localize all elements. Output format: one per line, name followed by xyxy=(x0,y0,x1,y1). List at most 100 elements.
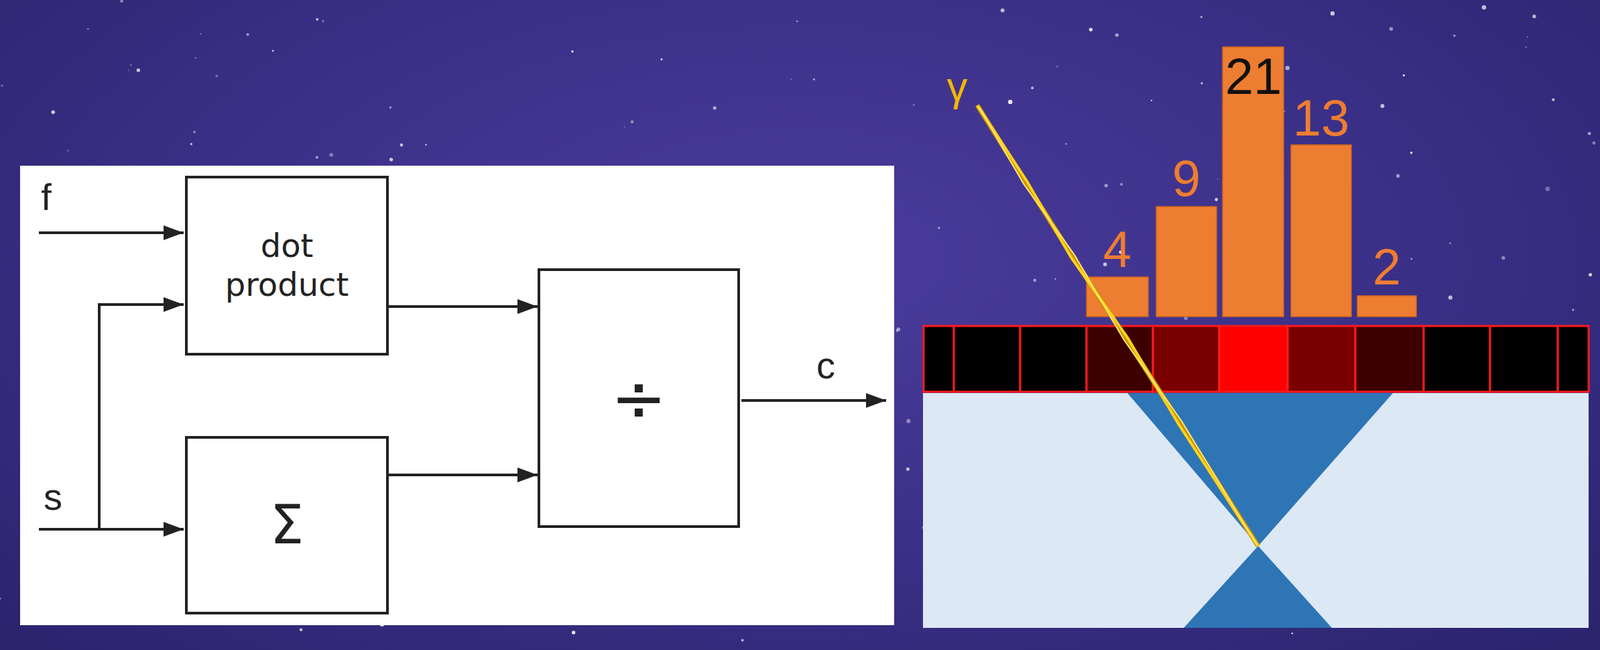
star xyxy=(1532,14,1537,19)
star xyxy=(1150,99,1153,102)
star xyxy=(195,56,197,59)
star xyxy=(630,119,635,124)
star xyxy=(0,597,2,600)
star xyxy=(1065,142,1068,145)
star xyxy=(87,28,89,30)
star xyxy=(1410,258,1413,261)
count-number: 13 xyxy=(1293,92,1350,144)
star xyxy=(1402,74,1405,77)
star xyxy=(813,78,816,81)
pixel-cell xyxy=(1152,325,1220,392)
pixel-cell xyxy=(1423,325,1491,392)
star xyxy=(1448,295,1453,300)
signal-name: s xyxy=(43,477,63,516)
star xyxy=(1089,27,1093,31)
star xyxy=(1588,272,1592,277)
star xyxy=(119,0,124,3)
star xyxy=(51,110,56,115)
star xyxy=(896,327,901,332)
diagram-panel xyxy=(20,165,895,625)
star xyxy=(1104,183,1109,188)
star xyxy=(1000,8,1005,13)
star xyxy=(190,142,193,145)
histogram-bar xyxy=(1290,144,1352,317)
star xyxy=(215,75,218,78)
star xyxy=(1285,65,1290,70)
signal-name: f xyxy=(40,178,52,216)
pixel-cell xyxy=(1490,325,1558,392)
star xyxy=(136,68,141,72)
star xyxy=(1291,632,1294,634)
star xyxy=(912,103,915,106)
star xyxy=(713,105,717,110)
process-box: dot product xyxy=(185,175,389,356)
star xyxy=(299,627,303,631)
star xyxy=(1214,197,1218,202)
star xyxy=(400,143,404,147)
pixel-cell xyxy=(1355,325,1424,392)
star xyxy=(1526,36,1529,38)
histogram-bars xyxy=(1086,46,1417,317)
star xyxy=(315,156,319,159)
star xyxy=(193,130,196,134)
sum-box: Σ xyxy=(185,435,389,614)
pixel-cell xyxy=(923,325,954,392)
box-label: dot product xyxy=(209,226,364,304)
input-wire xyxy=(38,527,184,531)
star xyxy=(1482,5,1487,11)
star xyxy=(315,18,319,21)
signal-name: c xyxy=(816,346,836,385)
count-number: 2 xyxy=(1372,241,1401,293)
star xyxy=(1591,141,1596,145)
pixel-cell xyxy=(1086,325,1153,392)
gamma-ray xyxy=(977,105,1259,546)
signal-arrow xyxy=(388,304,538,308)
star xyxy=(1054,278,1056,280)
star xyxy=(741,638,745,641)
star xyxy=(1396,174,1400,178)
star xyxy=(1449,241,1452,245)
star xyxy=(389,106,393,110)
pixel-cell xyxy=(1557,325,1589,392)
star xyxy=(1217,178,1219,180)
star xyxy=(389,157,393,161)
star xyxy=(128,69,130,72)
star xyxy=(790,78,792,80)
star xyxy=(1453,34,1456,37)
particle-symbol: γ xyxy=(947,65,968,108)
star xyxy=(1571,308,1574,311)
histogram-bar xyxy=(1357,295,1417,317)
star xyxy=(329,152,334,157)
count-number: 9 xyxy=(1172,152,1201,204)
star xyxy=(1008,99,1013,104)
star xyxy=(1389,26,1394,31)
star xyxy=(322,20,324,22)
pixel-cell xyxy=(1219,325,1288,392)
box-label: Σ xyxy=(270,492,305,558)
count-number: 21 xyxy=(1225,50,1283,102)
pixel-strip xyxy=(923,325,1589,392)
star xyxy=(906,418,911,423)
histogram-bar xyxy=(1222,46,1284,317)
star xyxy=(1501,256,1505,260)
star xyxy=(1545,186,1550,192)
count-number: 4 xyxy=(1103,223,1132,275)
star xyxy=(1056,65,1058,68)
star xyxy=(1330,11,1335,16)
star xyxy=(937,226,940,229)
star xyxy=(1030,86,1034,90)
star xyxy=(1524,46,1527,49)
star xyxy=(1033,278,1037,282)
star xyxy=(660,58,663,61)
star xyxy=(1115,33,1119,37)
star xyxy=(200,33,202,35)
star xyxy=(624,126,626,129)
star xyxy=(0,84,4,88)
star xyxy=(571,630,576,634)
divide-box: ÷ xyxy=(537,268,741,528)
histogram-bar xyxy=(1156,206,1217,317)
star xyxy=(1410,151,1413,155)
star xyxy=(272,49,275,52)
